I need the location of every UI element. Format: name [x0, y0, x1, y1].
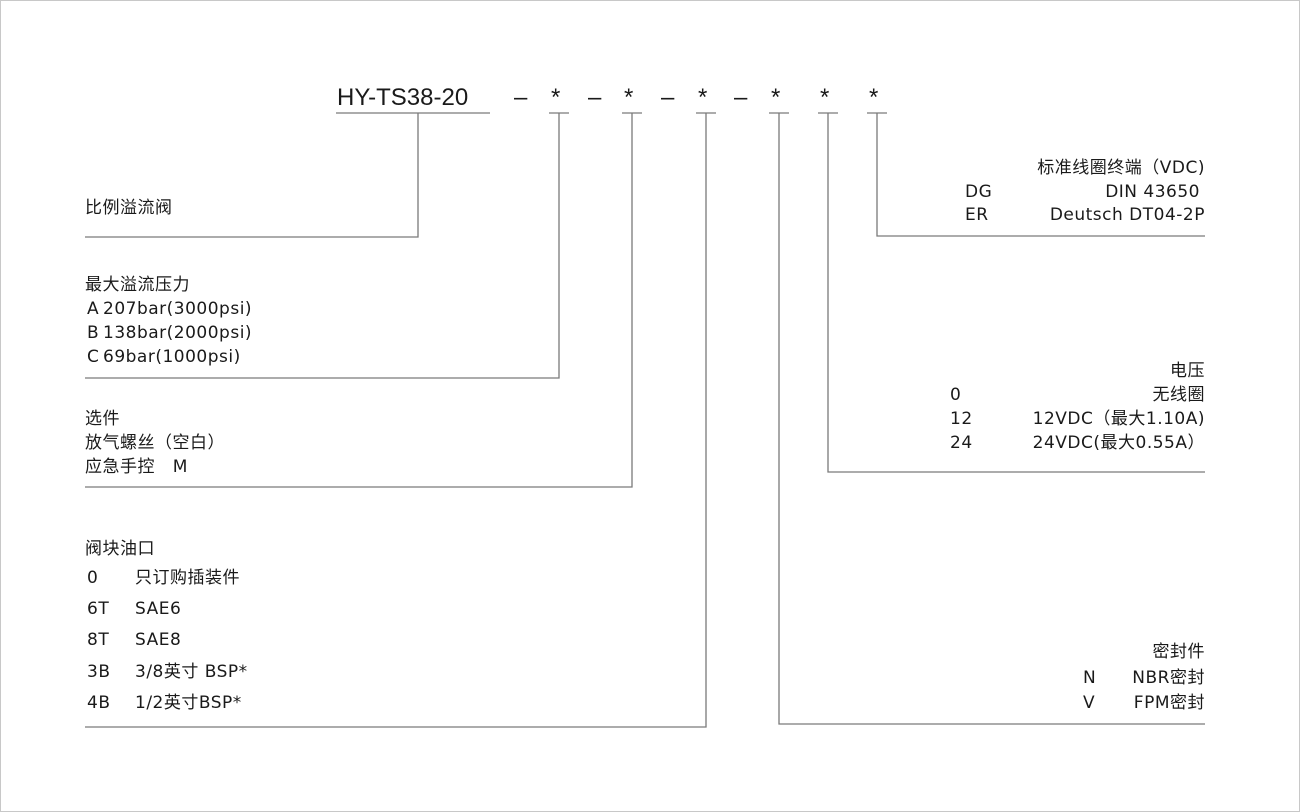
leader-seals: [778, 113, 1205, 725]
leader-voltage: [827, 113, 1205, 473]
option-value: 1/2英寸BSP*: [135, 693, 242, 713]
code-separator: –: [734, 84, 748, 111]
option-code: B: [87, 323, 100, 343]
code-separator: –: [588, 84, 602, 111]
code-placeholder: *: [698, 84, 708, 111]
option-code: 24: [950, 433, 973, 453]
section-title-seals: 密封件: [1152, 642, 1205, 662]
section-title-options: 选件: [85, 409, 120, 429]
option-code: DG: [965, 182, 993, 202]
leader-coil-terminal: [876, 113, 1205, 237]
option-value: FPM密封: [1133, 693, 1205, 713]
option-value: 无线圈: [1152, 385, 1205, 405]
option-value: SAE8: [135, 630, 182, 650]
section-title-voltage: 电压: [1170, 361, 1205, 381]
option-value: 应急手控 M: [85, 457, 188, 477]
section-title-valve-type: 比例溢流阀: [85, 198, 173, 218]
option-code: 12: [950, 409, 973, 429]
code-separator: –: [514, 84, 528, 111]
option-code: 6T: [87, 599, 110, 619]
option-code: 8T: [87, 630, 110, 650]
section-title-pressure: 最大溢流压力: [85, 275, 190, 295]
model-code-base: HY-TS38-20: [337, 84, 469, 111]
leader-ports: [85, 113, 707, 728]
option-value: DIN 43650: [1105, 182, 1200, 202]
option-value: SAE6: [135, 599, 182, 619]
section-title-ports: 阀块油口: [85, 539, 155, 559]
option-code: 0: [87, 568, 99, 588]
option-value: 138bar(2000psi): [103, 323, 253, 343]
option-value: 24VDC(最大0.55A）: [1032, 433, 1205, 453]
option-code: N: [1083, 668, 1097, 688]
option-value: 只订购插装件: [135, 568, 240, 588]
option-value: 69bar(1000psi): [103, 347, 241, 367]
option-value: NBR密封: [1132, 668, 1205, 688]
option-value: 12VDC（最大1.10A): [1032, 409, 1205, 429]
option-code: C: [87, 347, 100, 367]
option-code: A: [87, 299, 100, 319]
code-placeholder: *: [820, 84, 830, 111]
option-code: V: [1083, 693, 1096, 713]
leader-options: [85, 113, 633, 488]
code-placeholder: *: [551, 84, 561, 111]
section-title-coil-terminal: 标准线圈终端（VDC): [1037, 158, 1205, 178]
leader-pressure: [85, 113, 560, 379]
option-value: 放气螺丝（空白）: [85, 433, 225, 453]
option-code: ER: [965, 205, 989, 225]
code-placeholder: *: [771, 84, 781, 111]
leader-valve-type: [85, 113, 419, 238]
code-separator: –: [661, 84, 675, 111]
option-code: 0: [950, 385, 962, 405]
option-code: 4B: [87, 693, 111, 713]
code-placeholder: *: [624, 84, 634, 111]
option-code: 3B: [87, 662, 111, 682]
code-placeholder: *: [869, 84, 879, 111]
option-value: 3/8英寸 BSP*: [135, 662, 248, 682]
option-value: 207bar(3000psi): [103, 299, 253, 319]
option-value: Deutsch DT04-2P: [1049, 205, 1205, 225]
